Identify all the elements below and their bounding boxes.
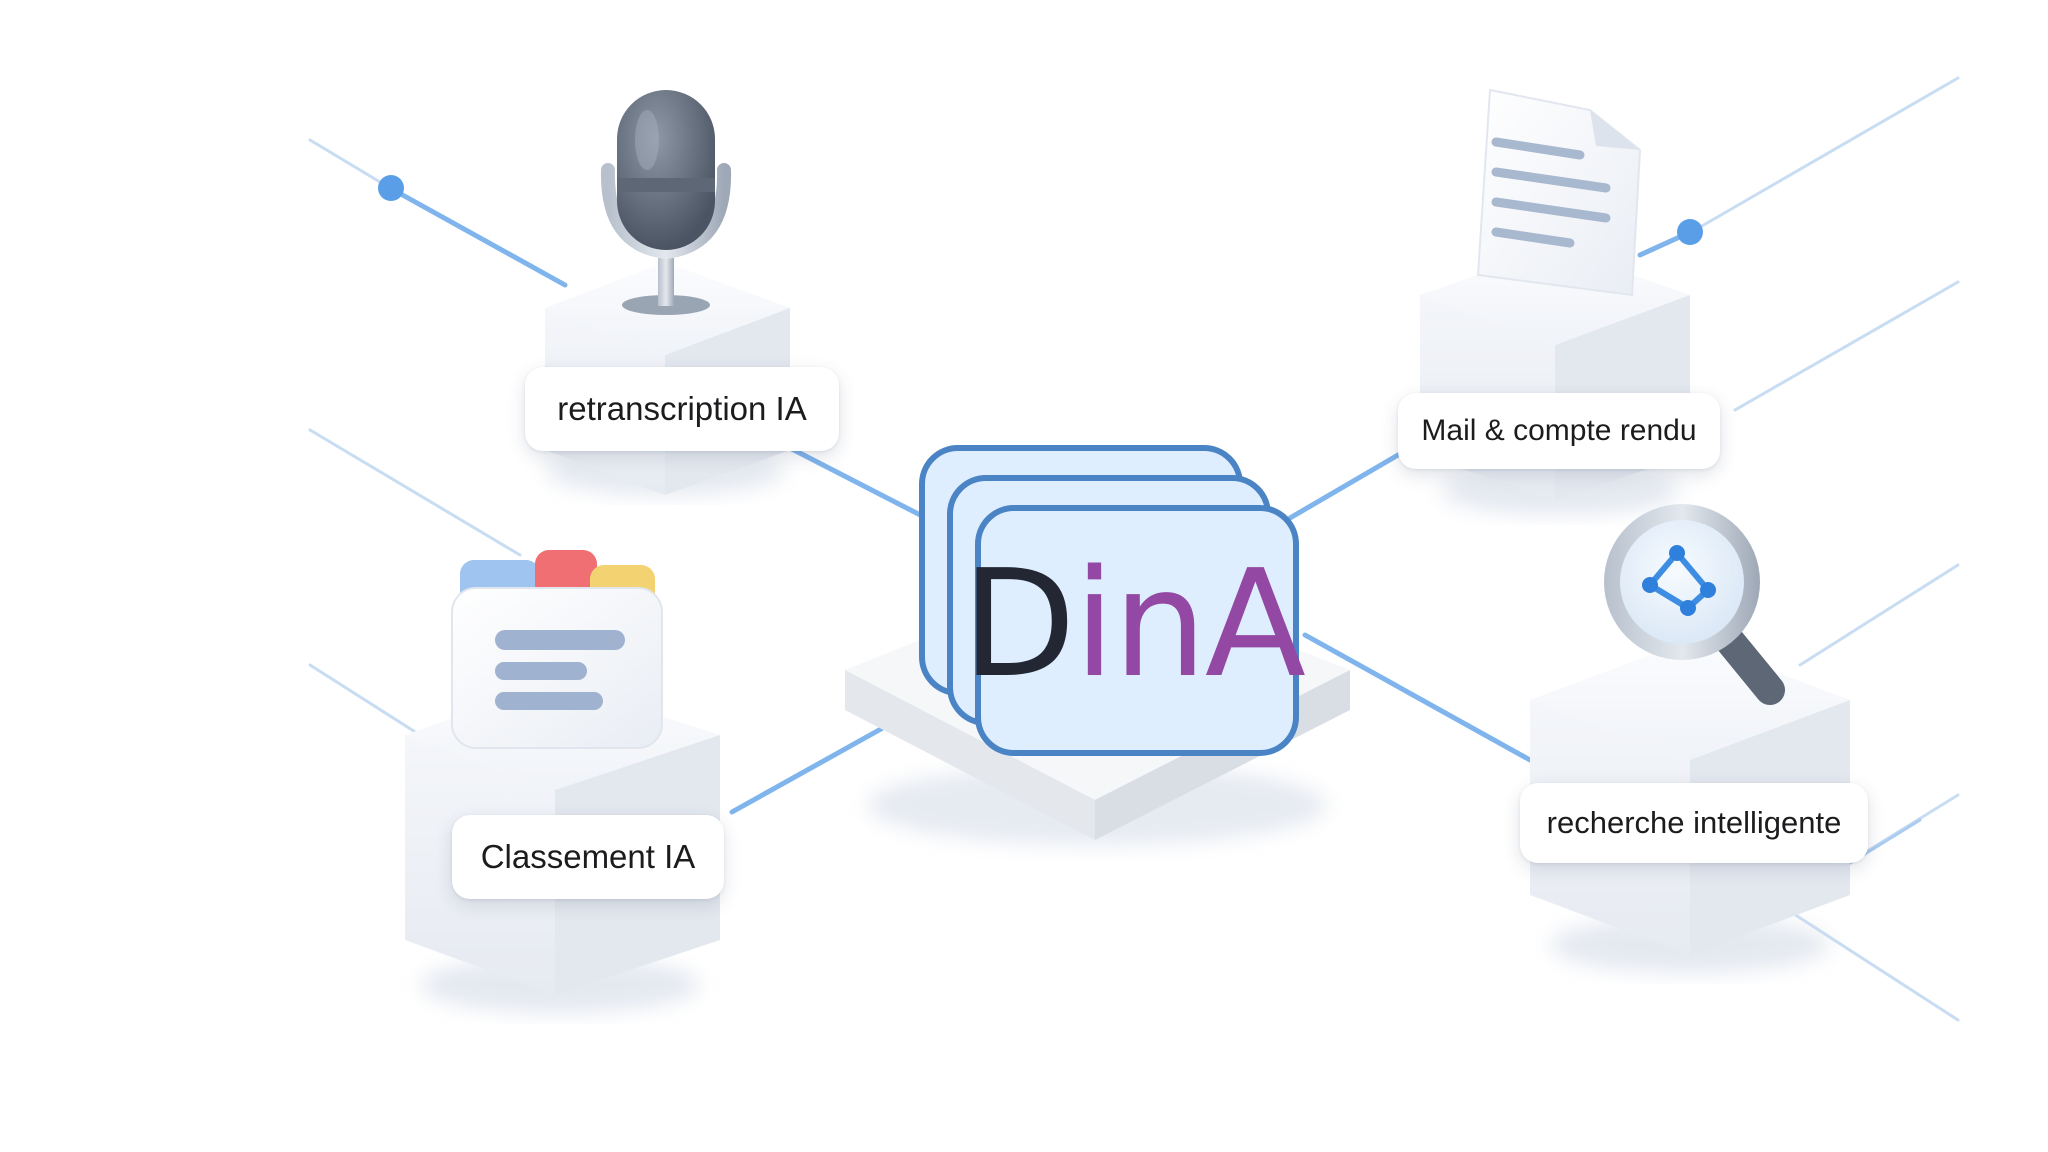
connector-line [1733, 280, 1960, 412]
microphone-icon [600, 90, 732, 315]
recherche-node [1530, 504, 1850, 973]
mail-label-text: Mail & compte rendu [1421, 414, 1697, 447]
connector-line [1287, 445, 1413, 521]
logo-letter-d: D [962, 538, 1074, 710]
connector-line [308, 428, 522, 557]
connector-line [1778, 903, 1960, 1022]
connector-line [308, 663, 422, 737]
magnifier-network-icon [1604, 504, 1785, 705]
classement-label-text: Classement IA [480, 838, 696, 875]
dina-logo: DinA [919, 445, 1308, 756]
recherche-label-text: recherche intelligente [1546, 805, 1842, 840]
classement-node [405, 550, 720, 1013]
retranscription-label: retranscription IA [525, 367, 839, 451]
connector-line [308, 138, 392, 190]
mail-label: Mail & compte rendu [1398, 393, 1720, 469]
logo-letter-a: A [1205, 538, 1306, 710]
svg-text:DinA: DinA [962, 538, 1306, 710]
connector-line [1798, 563, 1960, 667]
connector-dot [1677, 219, 1703, 245]
connector-line [1302, 632, 1533, 763]
classement-label: Classement IA [452, 815, 724, 899]
retranscription-label-text: retranscription IA [557, 390, 807, 427]
document-icon [1476, 88, 1642, 297]
logo-letters-in: in [1074, 538, 1205, 710]
connector-dot [378, 175, 404, 201]
connector-line [787, 445, 933, 523]
recherche-label: recherche intelligente [1520, 783, 1868, 863]
connector-line [1693, 76, 1960, 232]
folder-icon [451, 550, 663, 749]
connector-line [387, 185, 568, 288]
connection-lines [308, 76, 1960, 1022]
